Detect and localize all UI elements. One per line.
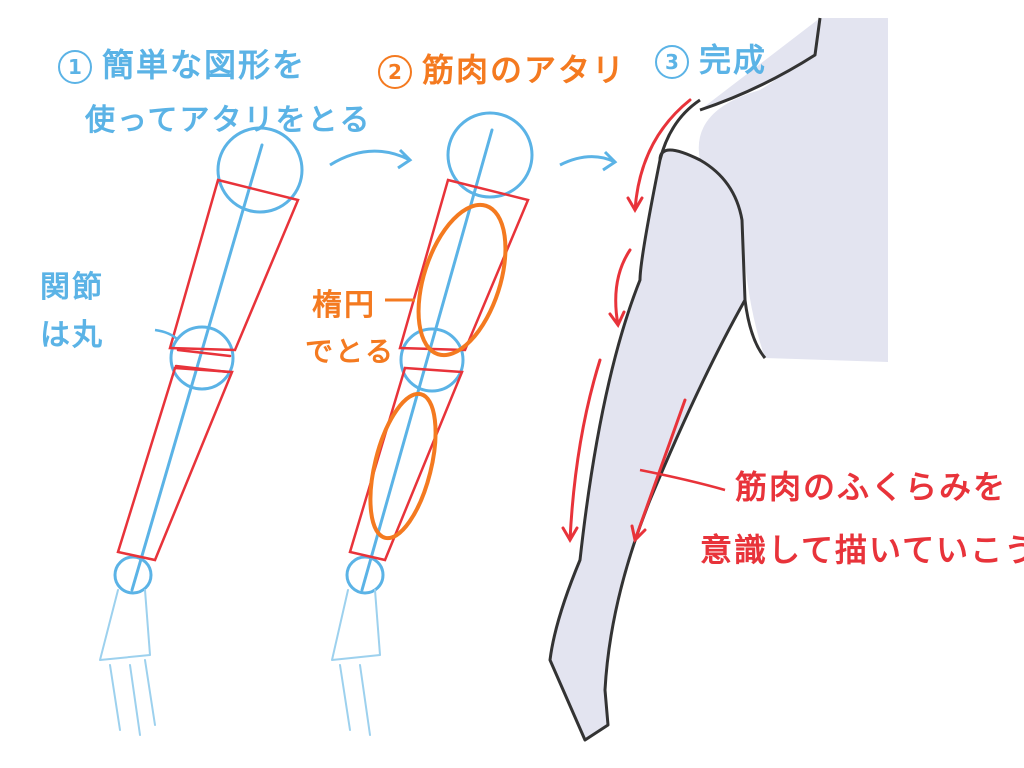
joint-note-line2: は丸 [40, 318, 104, 353]
annotation-leader-line [639, 468, 726, 492]
annotation-leader-line [154, 328, 179, 341]
joint-note-line1: 関節 [40, 270, 104, 305]
step1-arm-sketch [99, 126, 304, 736]
step1-title: 1 簡単な図形を [58, 40, 306, 86]
step-number-badge: 2 [378, 55, 412, 89]
arrow-icon [329, 148, 413, 170]
step-number-badge: 3 [655, 45, 689, 79]
ellipse-note-line2: でとる [305, 335, 396, 368]
step2-title: 2 筋肉のアタリ [378, 45, 626, 91]
step2-title-text: 筋肉のアタリ [422, 51, 627, 89]
step3-finished-arm [548, 17, 888, 742]
muscle-arrows [561, 98, 692, 544]
step3-title-text: 完成 [699, 41, 768, 79]
ellipse-note-line1: 楕円 [312, 288, 376, 323]
step1-title-line1: 簡単な図形を [102, 46, 307, 84]
arrow-icon [559, 150, 618, 172]
muscle-note-line1: 筋肉のふくらみを [735, 468, 1008, 506]
muscle-note-line2: 意識して描いていこう [700, 531, 1024, 569]
step2-arm-sketch [331, 111, 534, 736]
step-number-badge: 1 [58, 50, 92, 84]
step3-title: 3 完成 [655, 35, 767, 81]
step1-title-line2: 使ってアタリをとる [85, 103, 372, 138]
